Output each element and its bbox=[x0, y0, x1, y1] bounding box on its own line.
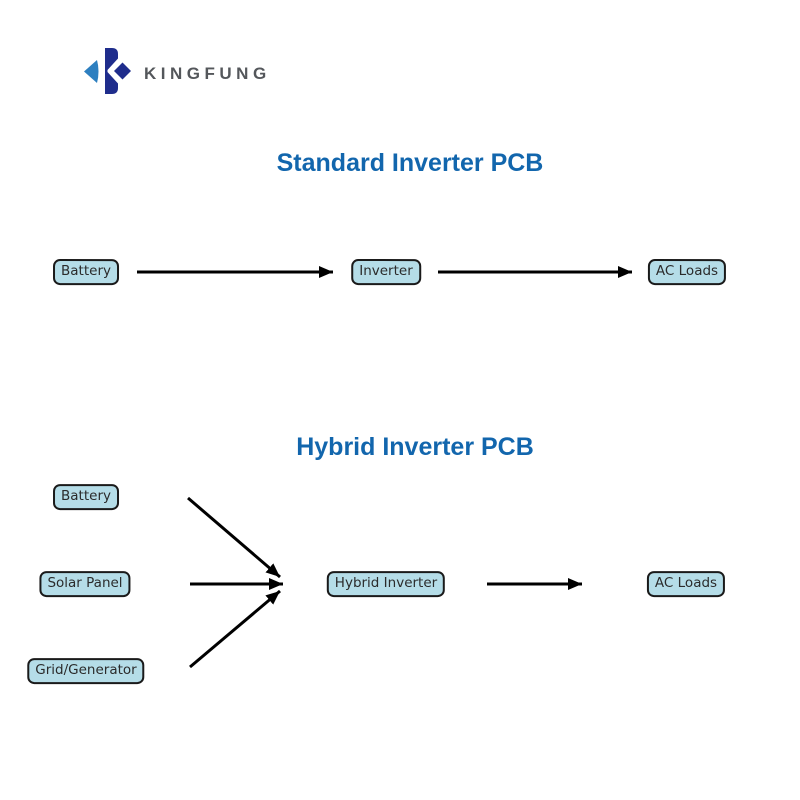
logo-triangle-shape bbox=[84, 60, 99, 83]
node-inverter: Inverter bbox=[351, 259, 421, 285]
logo-diamond-shape bbox=[114, 62, 131, 80]
node-ac-loads-standard: AC Loads bbox=[647, 259, 727, 285]
hybrid-diagram-title: Hybrid Inverter PCB bbox=[296, 433, 534, 461]
node-battery-hybrid: Battery bbox=[53, 484, 119, 510]
node-grid-generator: Grid/Generator bbox=[27, 658, 145, 684]
arrow-grid-generator-to-hybrid-inverter bbox=[189, 589, 281, 669]
node-hybrid-inverter: Hybrid Inverter bbox=[326, 571, 446, 597]
kingfung-logo: KINGFUNG bbox=[84, 44, 271, 98]
arrow-battery-to-hybrid-inverter bbox=[187, 496, 281, 579]
node-ac-loads-hybrid: AC Loads bbox=[646, 571, 726, 597]
kingfung-logo-icon bbox=[84, 48, 131, 94]
logo-text: KINGFUNG bbox=[144, 63, 271, 83]
standard-diagram-title: Standard Inverter PCB bbox=[276, 149, 544, 177]
logo-bracket-shape bbox=[105, 48, 118, 94]
node-solar-panel: Solar Panel bbox=[39, 571, 131, 597]
node-battery-standard: Battery bbox=[53, 259, 119, 285]
